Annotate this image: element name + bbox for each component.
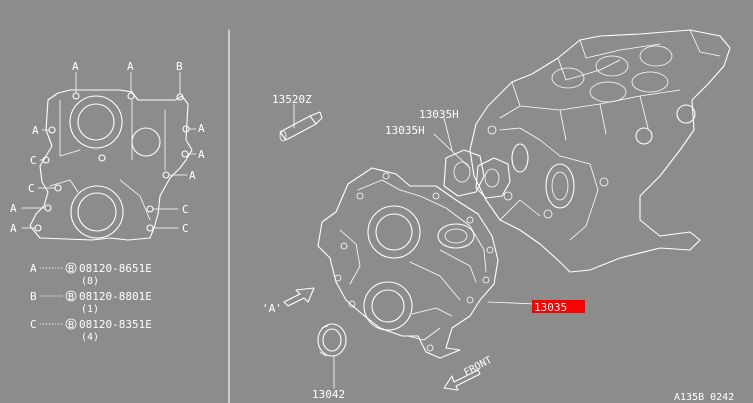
highlight-13035 xyxy=(532,300,585,313)
part-label-13520z: 13520Z xyxy=(272,93,312,106)
bolt-legend: A B 08120-8651E (8) B B 08120-8801E (1) … xyxy=(30,262,152,343)
legend-qty: (8) xyxy=(81,276,99,287)
view-arrow-icon xyxy=(283,287,315,307)
bolt-symbol: B xyxy=(68,320,74,331)
part-label-13035: 13035 xyxy=(534,301,567,314)
legend-qty: (1) xyxy=(81,304,99,315)
front-cover-drawing xyxy=(317,167,499,359)
bolt-symbol-icon xyxy=(65,262,77,274)
callout-b: B xyxy=(176,60,183,73)
callout-c: C xyxy=(28,182,35,195)
sensor-drawing xyxy=(279,111,323,142)
callout-a: A xyxy=(32,124,39,137)
callout-c: C xyxy=(182,222,189,235)
callout-a: A xyxy=(198,122,205,135)
callout-c: C xyxy=(30,154,37,167)
callout-c: C xyxy=(182,203,189,216)
legend-part: 08120-8801E xyxy=(79,290,152,303)
engine-block-drawing xyxy=(469,29,731,273)
callout-a: A xyxy=(189,169,196,182)
bolt-symbol-icon xyxy=(65,290,77,302)
bolt-symbol-icon xyxy=(65,318,77,330)
part-label-13035h: 13035H xyxy=(419,108,459,121)
gasket-drawing xyxy=(443,149,511,199)
legend-key: B xyxy=(30,290,37,303)
reference-code: A135B 0242 xyxy=(674,392,734,403)
view-label: 'A' xyxy=(262,302,282,315)
bolt-symbol: B xyxy=(68,264,74,275)
callout-a: A xyxy=(198,148,205,161)
legend-key: C xyxy=(30,318,37,331)
part-label-13035h: 13035H xyxy=(385,124,425,137)
legend-part: 08120-8651E xyxy=(79,262,152,275)
callout-a: A xyxy=(10,222,17,235)
legend-key: A xyxy=(30,262,37,275)
part-label-13042: 13042 xyxy=(312,388,345,401)
legend-qty: (4) xyxy=(81,332,99,343)
bolt-symbol: B xyxy=(68,292,74,303)
legend-part: 08120-8351E xyxy=(79,318,152,331)
callout-a: A xyxy=(72,60,79,73)
cover-detail-drawing xyxy=(21,71,197,241)
callout-a: A xyxy=(10,202,17,215)
front-arrow-icon xyxy=(443,369,481,391)
oil-seal-drawing xyxy=(317,323,347,357)
callout-a: A xyxy=(127,60,134,73)
